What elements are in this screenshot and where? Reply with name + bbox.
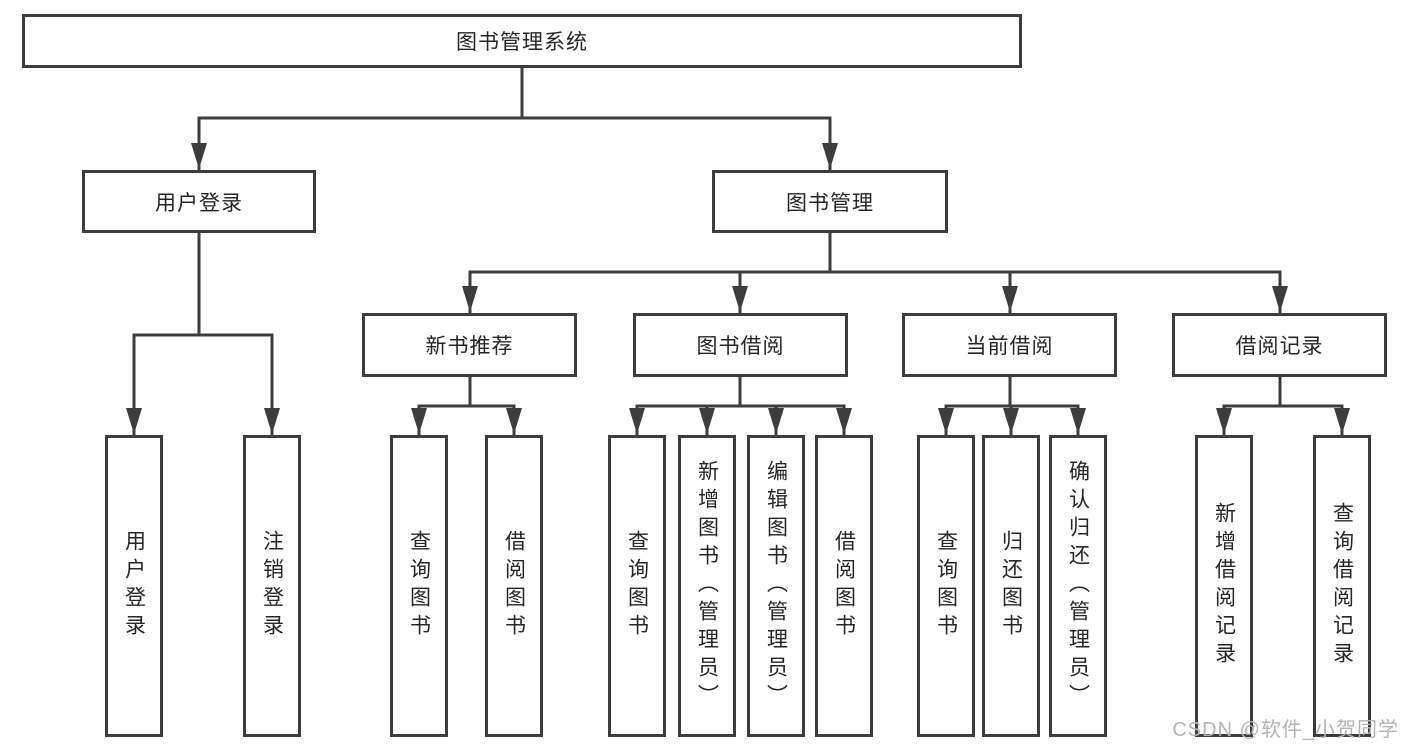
leaf-user-login: 用户登录 xyxy=(105,435,163,737)
arrowhead xyxy=(264,408,280,434)
node-label: 图书管理 xyxy=(786,191,874,215)
arrowhead xyxy=(1070,408,1086,434)
arrowhead xyxy=(732,286,748,312)
node-label: 借阅图书 xyxy=(832,530,856,642)
node-label: 查询图书 xyxy=(407,530,431,642)
node-label: 图书借阅 xyxy=(696,335,785,358)
arrowhead xyxy=(126,408,142,434)
node-label: 注销登录 xyxy=(260,530,284,642)
node-label: 用户登录 xyxy=(122,530,146,642)
leaf-add-borrow-record: 新增借阅记录 xyxy=(1195,435,1253,737)
arrowhead xyxy=(699,408,715,434)
leaf-return-books: 归还图书 xyxy=(982,435,1040,737)
leaf-query-borrow-record: 查询借阅记录 xyxy=(1313,435,1371,737)
arrowhead xyxy=(822,143,838,169)
connector-book-mgmt-children xyxy=(468,233,1282,313)
arrowhead xyxy=(1216,408,1232,434)
node-label: 查询借阅记录 xyxy=(1330,502,1354,670)
leaf-edit-books-admin: 编辑图书（管理员） xyxy=(747,435,805,737)
connector-user-login-children xyxy=(132,233,274,435)
arrowhead xyxy=(938,408,954,434)
leaf-add-books-admin: 新增图书（管理员） xyxy=(678,435,736,737)
node-label: 确认归还（管理员） xyxy=(1066,460,1090,712)
arrowhead xyxy=(1334,408,1350,434)
node-label: 新增借阅记录 xyxy=(1212,502,1236,670)
node-label: 用户登录 xyxy=(155,191,243,215)
node-label: 归还图书 xyxy=(999,530,1023,642)
node-label: 新书推荐 xyxy=(425,335,514,358)
node-user-login: 用户登录 xyxy=(82,170,316,233)
node-book-management: 图书管理 xyxy=(712,170,948,233)
leaf-query-books-current: 查询图书 xyxy=(917,435,975,737)
arrowhead xyxy=(1003,408,1019,434)
node-library-management-system: 图书管理系统 xyxy=(22,14,1022,68)
node-new-book-recommendation: 新书推荐 xyxy=(362,313,577,377)
arrowhead xyxy=(629,408,645,434)
arrowhead xyxy=(506,408,522,434)
arrowhead xyxy=(1002,286,1018,312)
leaf-logout: 注销登录 xyxy=(243,435,301,737)
leaf-query-books-borrowing: 查询图书 xyxy=(608,435,666,737)
leaf-borrow-books: 借阅图书 xyxy=(815,435,873,737)
node-borrowing-records: 借阅记录 xyxy=(1172,313,1387,377)
arrowhead xyxy=(836,408,852,434)
node-book-borrowing: 图书借阅 xyxy=(633,313,848,377)
node-label: 图书管理系统 xyxy=(456,31,588,54)
connector-new-book-children xyxy=(417,377,516,435)
connector-root-to-level2 xyxy=(197,68,832,170)
leaf-borrow-books-recommend: 借阅图书 xyxy=(485,435,543,737)
node-label: 查询图书 xyxy=(934,530,958,642)
node-label: 新增图书（管理员） xyxy=(695,460,719,712)
arrowhead xyxy=(1272,286,1288,312)
node-label: 编辑图书（管理员） xyxy=(764,460,788,712)
node-label: 查询图书 xyxy=(625,530,649,642)
node-label: 当前借阅 xyxy=(965,335,1054,358)
leaf-query-books-recommend: 查询图书 xyxy=(390,435,448,737)
arrowhead xyxy=(191,143,207,169)
leaf-confirm-return-admin: 确认归还（管理员） xyxy=(1049,435,1107,737)
node-current-borrowing: 当前借阅 xyxy=(902,313,1117,377)
arrowhead xyxy=(768,408,784,434)
connector-borrowing-children xyxy=(635,377,846,435)
node-label: 借阅图书 xyxy=(502,530,526,642)
node-label: 借阅记录 xyxy=(1235,335,1324,358)
arrowhead xyxy=(411,408,427,434)
arrowheads xyxy=(126,143,1350,434)
connector-records-children xyxy=(1222,377,1344,435)
arrowhead xyxy=(462,286,478,312)
